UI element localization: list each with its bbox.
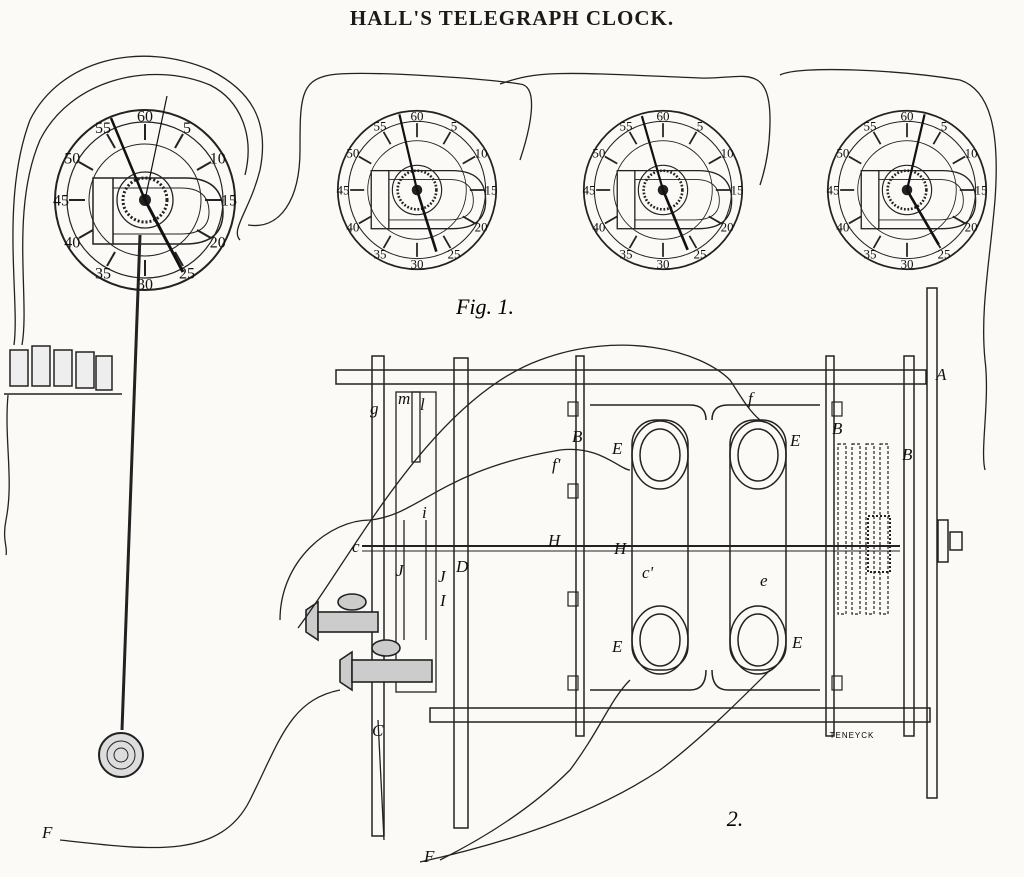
master-clock-numeral-20: 20 bbox=[210, 235, 226, 252]
label-E1: E bbox=[611, 439, 623, 458]
master-clock-numeral-55: 55 bbox=[95, 120, 111, 137]
label-H1: H bbox=[547, 531, 562, 550]
label-J2: J bbox=[438, 567, 447, 586]
slave-clock-1 bbox=[336, 109, 498, 271]
label-f2: f' bbox=[552, 455, 561, 474]
label-c: c bbox=[352, 537, 360, 556]
slave-clock-2-numeral-45: 45 bbox=[583, 183, 596, 198]
slave-clock-1-numeral-35: 35 bbox=[374, 247, 387, 262]
slave-clock-1-numeral-15: 15 bbox=[485, 183, 498, 198]
master-clock-numeral-15: 15 bbox=[221, 193, 237, 210]
slave-clock-2-numeral-40: 40 bbox=[592, 220, 605, 235]
slave-clock-1-numeral-45: 45 bbox=[337, 183, 350, 198]
battery bbox=[4, 345, 122, 395]
label-i: i bbox=[422, 503, 427, 522]
label-A: A bbox=[935, 365, 947, 384]
page-title: HALL'S TELEGRAPH CLOCK. bbox=[349, 6, 675, 30]
label-m: m bbox=[398, 389, 410, 408]
label-B1: B bbox=[572, 427, 583, 446]
master-clock-numeral-35: 35 bbox=[95, 265, 111, 282]
slave-clock-3-numeral-45: 45 bbox=[827, 183, 840, 198]
label-E3: E bbox=[611, 637, 623, 656]
master-clock-numeral-45: 45 bbox=[53, 193, 69, 210]
label-E2: E bbox=[789, 431, 801, 450]
master-clock-numeral-25: 25 bbox=[179, 265, 195, 282]
label-F1: F bbox=[41, 823, 53, 842]
slave-clock-2-numeral-15: 15 bbox=[731, 183, 744, 198]
slave-clock-2-numeral-50: 50 bbox=[592, 146, 605, 161]
label-B3: B bbox=[902, 445, 913, 464]
slave-clock-1-numeral-30: 30 bbox=[411, 257, 424, 272]
master-clock-numerals: 60 5 10 15 20 25 30 35 40 45 50 55 bbox=[53, 109, 237, 294]
master-clock-hour-hand bbox=[143, 199, 185, 273]
label-e: e bbox=[760, 571, 768, 590]
master-clock-minute-hand bbox=[109, 117, 147, 201]
label-c-prime: c' bbox=[642, 563, 654, 582]
slave-clock-1-numeral-55: 55 bbox=[374, 119, 387, 134]
slave-clock-2-numeral-10: 10 bbox=[721, 146, 734, 161]
fig2-wires bbox=[59, 344, 771, 863]
slave-clock-3-numeral-20: 20 bbox=[965, 220, 978, 235]
slave-clock-2-numerals: 60 5 10 15 20 25 30 35 40 45 50 55 bbox=[583, 109, 744, 272]
label-I: I bbox=[439, 591, 447, 610]
slave-clock-3 bbox=[826, 109, 988, 271]
slave-clock-3-numeral-40: 40 bbox=[836, 220, 849, 235]
slave-clock-3-numerals: 60 5 10 15 20 25 30 35 40 45 50 55 bbox=[827, 109, 988, 272]
slave-clock-3-numeral-15: 15 bbox=[975, 183, 988, 198]
master-clock-numeral-10: 10 bbox=[210, 151, 226, 168]
slave-clock-3-numeral-50: 50 bbox=[836, 146, 849, 161]
figure2-label: 2. bbox=[727, 806, 744, 831]
label-D: D bbox=[455, 557, 469, 576]
slave-clock-1-numeral-50: 50 bbox=[346, 146, 359, 161]
engraver-signature: TENEYCK bbox=[830, 731, 875, 740]
slave-clock-3-numeral-55: 55 bbox=[864, 119, 877, 134]
slave-clock-2-numeral-30: 30 bbox=[657, 257, 670, 272]
slave-clock-1-numeral-10: 10 bbox=[475, 146, 488, 161]
label-E4: E bbox=[791, 633, 803, 652]
figure1-label: Fig. 1. bbox=[455, 294, 514, 319]
fig1-wires bbox=[3, 55, 997, 556]
slave-clock-2-numeral-25: 25 bbox=[694, 247, 707, 262]
master-clock-numeral-40: 40 bbox=[64, 235, 80, 252]
slave-clock-3-numeral-60: 60 bbox=[901, 109, 914, 124]
slave-clock-1-numeral-25: 25 bbox=[448, 247, 461, 262]
master-clock-numeral-30: 30 bbox=[137, 277, 153, 294]
master-clock-numeral-60: 60 bbox=[137, 109, 153, 126]
slave-clock-1-numeral-40: 40 bbox=[346, 220, 359, 235]
slave-clock-3-numeral-25: 25 bbox=[938, 247, 951, 262]
slave-clock-2-numeral-20: 20 bbox=[721, 220, 734, 235]
label-g: g bbox=[370, 399, 379, 418]
slave-clock-2-numeral-60: 60 bbox=[657, 109, 670, 124]
master-clock-numeral-5: 5 bbox=[183, 120, 191, 137]
label-C: C bbox=[372, 721, 384, 740]
slave-clock-1-numeral-20: 20 bbox=[475, 220, 488, 235]
slave-clock-2-numeral-5: 5 bbox=[697, 119, 704, 134]
slave-clock-2-numeral-55: 55 bbox=[620, 119, 633, 134]
slave-clock-1-numeral-60: 60 bbox=[411, 109, 424, 124]
label-f1: f bbox=[748, 389, 755, 408]
pendulum-bob bbox=[98, 732, 144, 778]
slave-clock-3-numeral-30: 30 bbox=[901, 257, 914, 272]
slave-clock-1-numeral-5: 5 bbox=[451, 119, 458, 134]
pendulum-rod bbox=[120, 234, 142, 731]
label-l: l bbox=[420, 395, 425, 414]
mechanism bbox=[305, 287, 963, 837]
label-J1: J bbox=[396, 561, 405, 580]
label-H2: H bbox=[613, 539, 628, 558]
slave-clock-1-numerals: 60 5 10 15 20 25 30 35 40 45 50 55 bbox=[337, 109, 498, 272]
slave-clock-2 bbox=[582, 109, 744, 271]
master-clock bbox=[53, 95, 237, 292]
label-F2: F bbox=[423, 847, 435, 866]
slave-clock-3-numeral-5: 5 bbox=[941, 119, 948, 134]
slave-clock-3-numeral-10: 10 bbox=[965, 146, 978, 161]
label-B2: B bbox=[832, 419, 843, 438]
master-clock-numeral-50: 50 bbox=[64, 151, 80, 168]
slave-clock-3-numeral-35: 35 bbox=[864, 247, 877, 262]
slave-clock-2-numeral-35: 35 bbox=[620, 247, 633, 262]
